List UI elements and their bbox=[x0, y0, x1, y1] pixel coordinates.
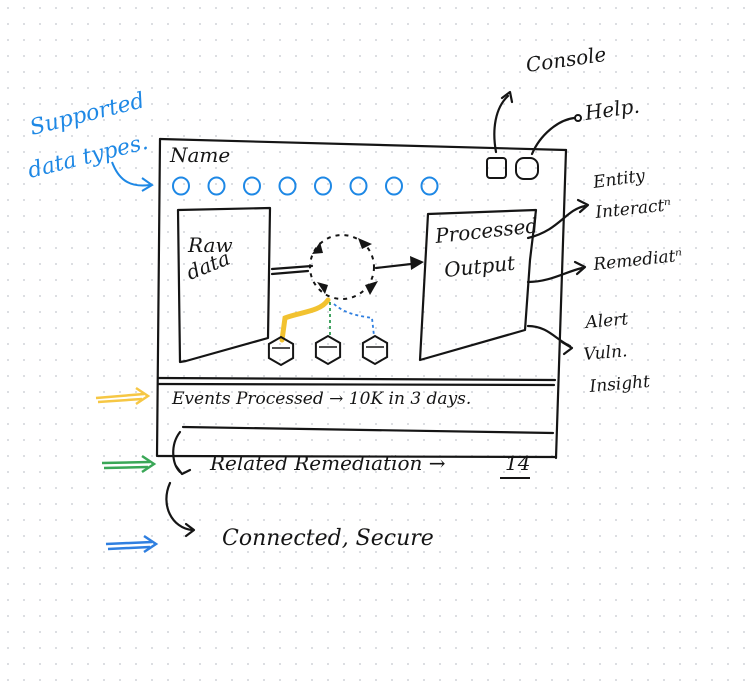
remediation-annotation: Remediatⁿ bbox=[591, 246, 683, 275]
processing-cycle-arrowhead bbox=[312, 242, 323, 254]
yellow-side-arrowhead bbox=[135, 386, 151, 406]
data-type-icon[interactable] bbox=[420, 176, 439, 196]
alert-annotation-arrowhead bbox=[560, 340, 574, 356]
processing-cycle-arrowhead bbox=[365, 281, 378, 295]
vuln-annotation: Vuln. bbox=[583, 341, 629, 365]
blue-connector-path bbox=[333, 303, 375, 337]
processed-output-label-line2: Output bbox=[443, 251, 517, 282]
remediation-annotation-arrow bbox=[526, 266, 584, 284]
data-type-icon[interactable] bbox=[207, 176, 226, 196]
data-type-icon[interactable] bbox=[172, 176, 190, 196]
card-bottom-border bbox=[156, 454, 558, 459]
console-button[interactable] bbox=[486, 157, 507, 179]
status-hook-arrowhead bbox=[184, 522, 196, 538]
hex-node bbox=[314, 334, 342, 366]
data-type-icon[interactable] bbox=[314, 176, 332, 196]
help-annotation-arrowhead bbox=[574, 114, 582, 122]
raw-data-label-line1: Raw bbox=[187, 233, 233, 257]
blue-side-arrow bbox=[105, 540, 153, 546]
green-side-arrow-double bbox=[103, 465, 149, 470]
related-remediation-label: Related Remediation → bbox=[209, 451, 446, 475]
blue-side-arrowhead bbox=[143, 534, 159, 554]
data-type-icon[interactable] bbox=[243, 176, 261, 196]
entity-interaction-annotation-line2: Interactⁿ bbox=[593, 195, 672, 223]
entity-interaction-arrowhead bbox=[576, 198, 590, 214]
card-top-border bbox=[158, 137, 568, 152]
supported-types-pointer-arrowhead bbox=[141, 177, 154, 192]
hex-node-group bbox=[267, 334, 389, 367]
card-name: Name bbox=[169, 143, 230, 167]
raw-data-panel bbox=[176, 206, 272, 364]
yellow-side-arrow bbox=[95, 392, 145, 400]
green-side-arrowhead bbox=[141, 454, 157, 474]
processing-cycle-arrowhead bbox=[358, 238, 372, 249]
connection-status-text: Connected, Secure bbox=[222, 526, 434, 551]
blue-side-arrow-double bbox=[107, 545, 151, 551]
section-divider-top bbox=[156, 376, 557, 382]
help-annotation-arrow bbox=[530, 116, 576, 156]
entity-interaction-annotation-line1: Entity bbox=[591, 166, 647, 193]
processing-engine-circle bbox=[309, 234, 375, 300]
data-type-icon[interactable] bbox=[385, 176, 403, 196]
remediation-hook-arrowhead bbox=[174, 464, 192, 476]
data-type-icon[interactable] bbox=[349, 176, 368, 196]
supported-types-pointer-arrow bbox=[111, 161, 151, 187]
data-type-icon[interactable] bbox=[278, 176, 297, 196]
yellow-connector-path bbox=[279, 297, 331, 343]
green-side-arrow bbox=[101, 460, 151, 465]
related-remediation-count[interactable]: 14 bbox=[505, 451, 530, 475]
data-type-icon-row bbox=[172, 176, 439, 196]
alert-annotation: Alert bbox=[583, 309, 629, 333]
raw-to-process-arrow-double bbox=[270, 269, 310, 276]
processing-cycle-arrowhead bbox=[317, 282, 328, 294]
events-processed-text: Events Processed → 10K in 3 days. bbox=[171, 389, 471, 409]
help-annotation: Help. bbox=[582, 94, 641, 126]
process-to-output-arrowhead bbox=[410, 256, 424, 270]
section-divider-top-double bbox=[156, 382, 556, 387]
section-divider-bottom bbox=[181, 425, 555, 435]
hex-node bbox=[267, 335, 295, 367]
processed-output-panel bbox=[418, 208, 538, 362]
card-right-border bbox=[554, 148, 568, 460]
card-left-border bbox=[155, 137, 162, 458]
console-annotation: Console bbox=[524, 42, 607, 77]
processed-output-label-line1: Processed bbox=[433, 213, 539, 248]
hex-node bbox=[361, 334, 389, 366]
remediation-annotation-arrowhead bbox=[573, 260, 587, 276]
console-annotation-arrow bbox=[493, 94, 510, 154]
raw-to-process-arrow bbox=[270, 264, 314, 271]
yellow-side-arrow-double bbox=[97, 397, 143, 404]
console-annotation-arrowhead bbox=[500, 90, 514, 104]
status-hook-arrow bbox=[165, 481, 194, 532]
help-button[interactable] bbox=[515, 157, 539, 180]
entity-interaction-arrow bbox=[526, 204, 587, 240]
insight-annotation: Insight bbox=[588, 372, 651, 397]
